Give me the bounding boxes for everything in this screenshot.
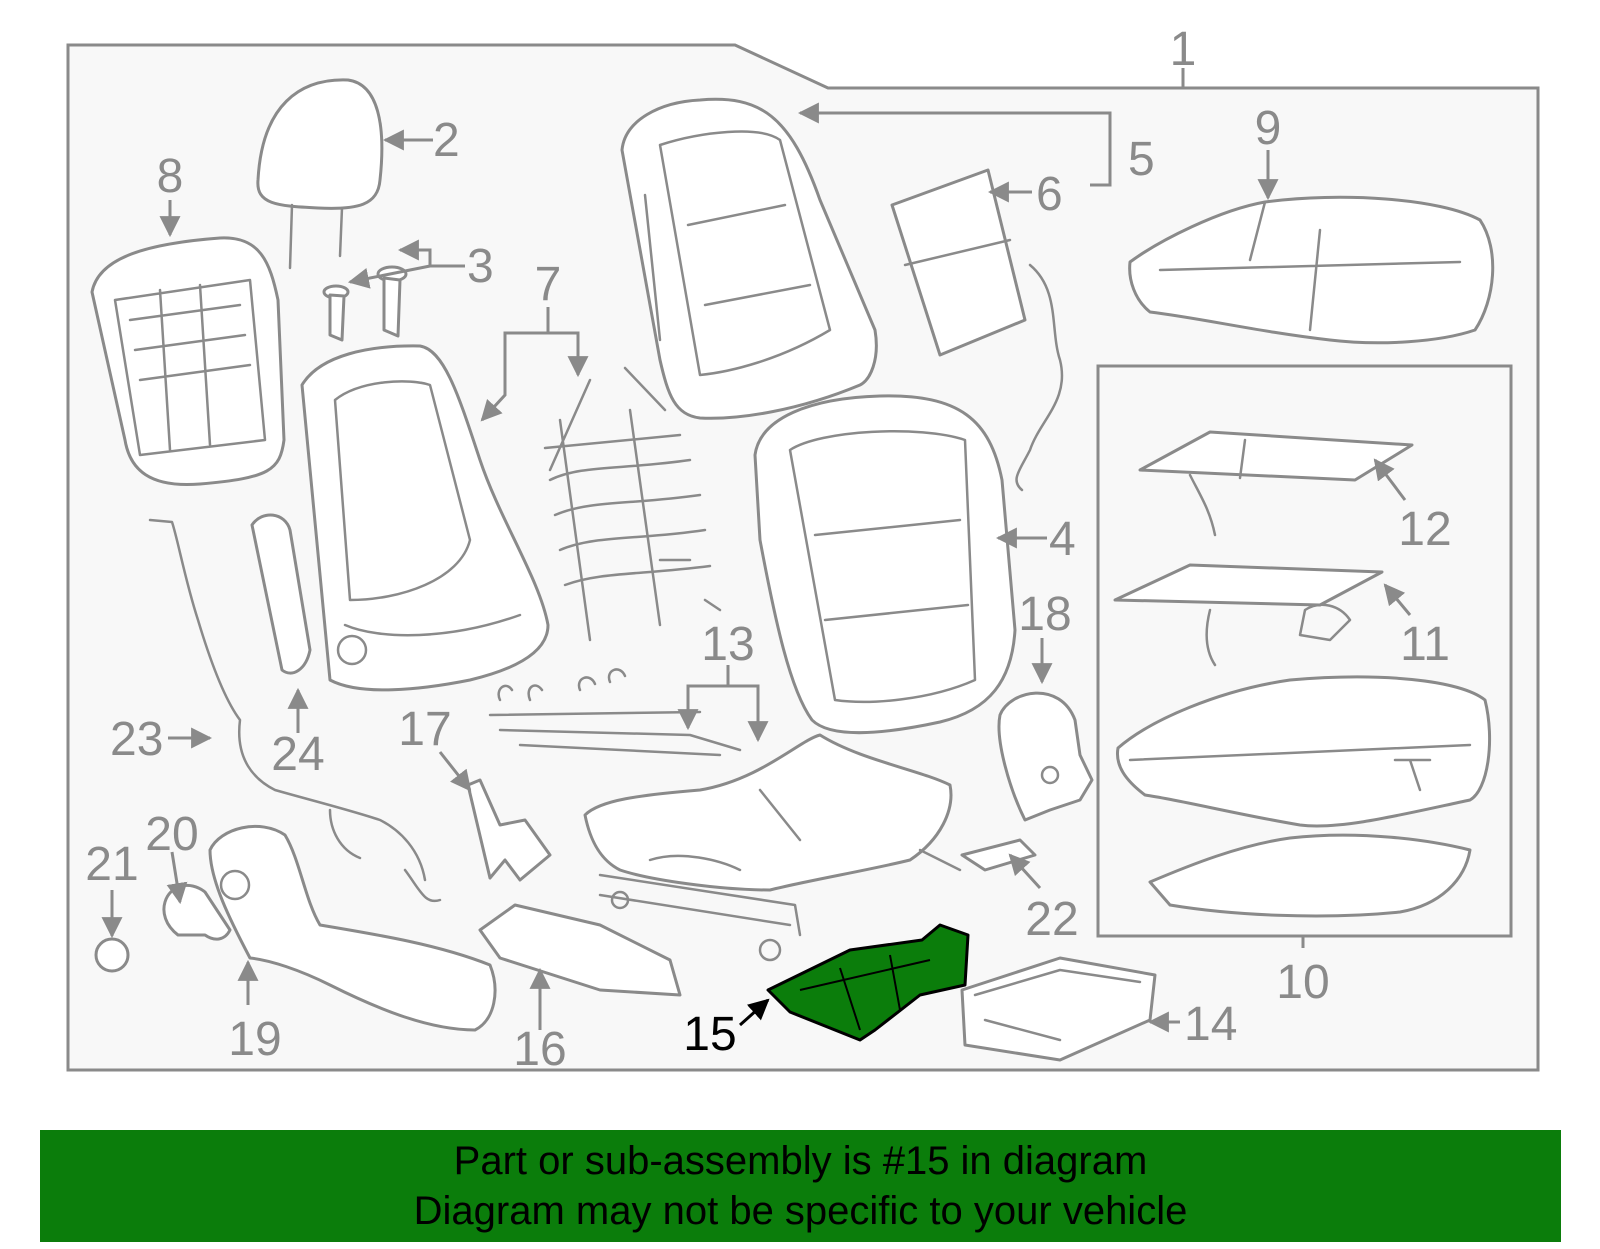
callout-6: 6 [1036, 168, 1063, 221]
part-cushion-frame [488, 668, 742, 757]
callout-10: 10 [1276, 956, 1329, 1009]
callout-2: 2 [433, 114, 460, 167]
info-banner: Part or sub-assembly is #15 in diagram D… [40, 1130, 1561, 1242]
callout-1: 1 [1170, 23, 1197, 76]
callout-13: 13 [701, 618, 754, 671]
part-back-cover [620, 97, 878, 420]
part-bracket [466, 778, 552, 882]
part-outer-shield [208, 825, 497, 1032]
part-cushion-foam [1115, 675, 1492, 918]
part-head-restraint [256, 78, 384, 270]
callout-23: 23 [110, 713, 163, 766]
callout-18: 18 [1018, 588, 1071, 641]
callout-9: 9 [1255, 102, 1282, 155]
part-back-frame [300, 344, 550, 692]
callout-7: 7 [535, 258, 562, 311]
callout-19: 19 [228, 1013, 281, 1066]
callout-labels: 1 2 3 4 5 6 7 8 9 10 11 12 13 14 15 16 1… [85, 23, 1451, 1076]
callout-24: 24 [271, 728, 324, 781]
banner-line-part-number: Part or sub-assembly is #15 in diagram [453, 1139, 1148, 1183]
part-side-bolster [250, 513, 312, 675]
part-sensor-mats [1113, 430, 1414, 667]
callout-11: 11 [1400, 618, 1450, 671]
callout-8: 8 [157, 150, 184, 203]
part-side-trim [478, 903, 682, 997]
part-small-bracket [960, 838, 1037, 872]
callout-5: 5 [1128, 133, 1155, 186]
part-rear-panel [90, 236, 286, 487]
part-back-springs [543, 366, 722, 642]
part-cushion-cover [1128, 195, 1495, 345]
callout-15: 15 [683, 1008, 736, 1061]
callout-4: 4 [1049, 513, 1076, 566]
part-back-cushion [753, 394, 1017, 735]
callout-3: 3 [467, 240, 494, 293]
leader-lines [101, 68, 1412, 1033]
part-wire-harness [148, 518, 442, 903]
part-seat-frame [583, 733, 962, 962]
part-15-highlighted [766, 923, 970, 1042]
part-recliner-cover [997, 691, 1094, 822]
callout-12: 12 [1398, 503, 1451, 556]
callout-17: 17 [398, 703, 451, 756]
callout-16: 16 [513, 1023, 566, 1076]
callout-21: 21 [85, 838, 138, 891]
callout-14: 14 [1184, 998, 1237, 1051]
callout-22: 22 [1025, 893, 1078, 946]
part-back-pad [890, 168, 1064, 492]
callout-20: 20 [145, 808, 198, 861]
banner-line-disclaimer: Diagram may not be specific to your vehi… [413, 1189, 1188, 1233]
